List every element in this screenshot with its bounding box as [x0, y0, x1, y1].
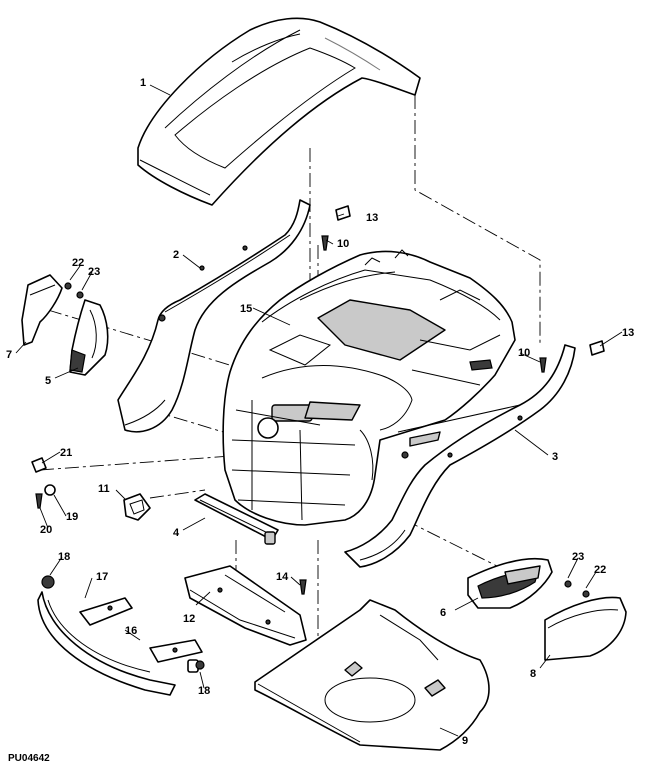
callout-23-left: 23 — [88, 266, 100, 278]
right-headlight-assembly — [467, 557, 627, 661]
callout-12: 12 — [183, 613, 195, 625]
right-side-panel — [344, 344, 576, 568]
left-side-panel — [117, 199, 311, 433]
callout-1: 1 — [140, 77, 146, 89]
left-headlight-assembly — [21, 274, 109, 376]
leader-lines — [15, 84, 623, 737]
callout-2: 2 — [173, 249, 179, 261]
callout-3: 3 — [552, 451, 558, 463]
callout-19: 19 — [66, 511, 78, 523]
callout-14: 14 — [276, 571, 289, 583]
callout-10-top: 10 — [337, 238, 349, 250]
callout-17: 17 — [96, 571, 108, 583]
callout-8: 8 — [530, 668, 536, 680]
callout-13-top: 13 — [366, 212, 378, 224]
callout-10-right: 10 — [518, 347, 530, 359]
mounting-plate — [184, 565, 307, 646]
callout-18-bottom: 18 — [198, 685, 210, 697]
callout-labels: 1 2 3 4 5 6 7 8 9 10 10 11 12 13 13 14 1… — [6, 77, 634, 747]
callout-11: 11 — [98, 483, 110, 495]
callout-16: 16 — [125, 625, 137, 637]
callout-20: 20 — [40, 524, 52, 536]
callout-18-left: 18 — [58, 551, 70, 563]
callout-21: 21 — [60, 447, 72, 459]
reference-code: PU04642 — [8, 753, 50, 764]
front-bumper-guard — [37, 575, 203, 696]
callout-4: 4 — [173, 527, 180, 539]
callout-23-right: 23 — [572, 551, 584, 563]
callout-7: 7 — [6, 349, 12, 361]
callout-22-right: 22 — [594, 564, 606, 576]
hardware-parts — [31, 205, 605, 670]
callout-6: 6 — [440, 607, 446, 619]
bottom-pan — [254, 599, 490, 751]
callout-22-left: 22 — [72, 257, 84, 269]
callout-15: 15 — [240, 303, 252, 315]
front-bar — [194, 493, 279, 545]
hood-frame — [222, 249, 516, 526]
small-bracket — [123, 493, 151, 521]
callout-9: 9 — [462, 735, 468, 747]
callout-5: 5 — [45, 375, 51, 387]
callout-13-right: 13 — [622, 327, 634, 339]
hood-top-panel — [137, 17, 421, 206]
